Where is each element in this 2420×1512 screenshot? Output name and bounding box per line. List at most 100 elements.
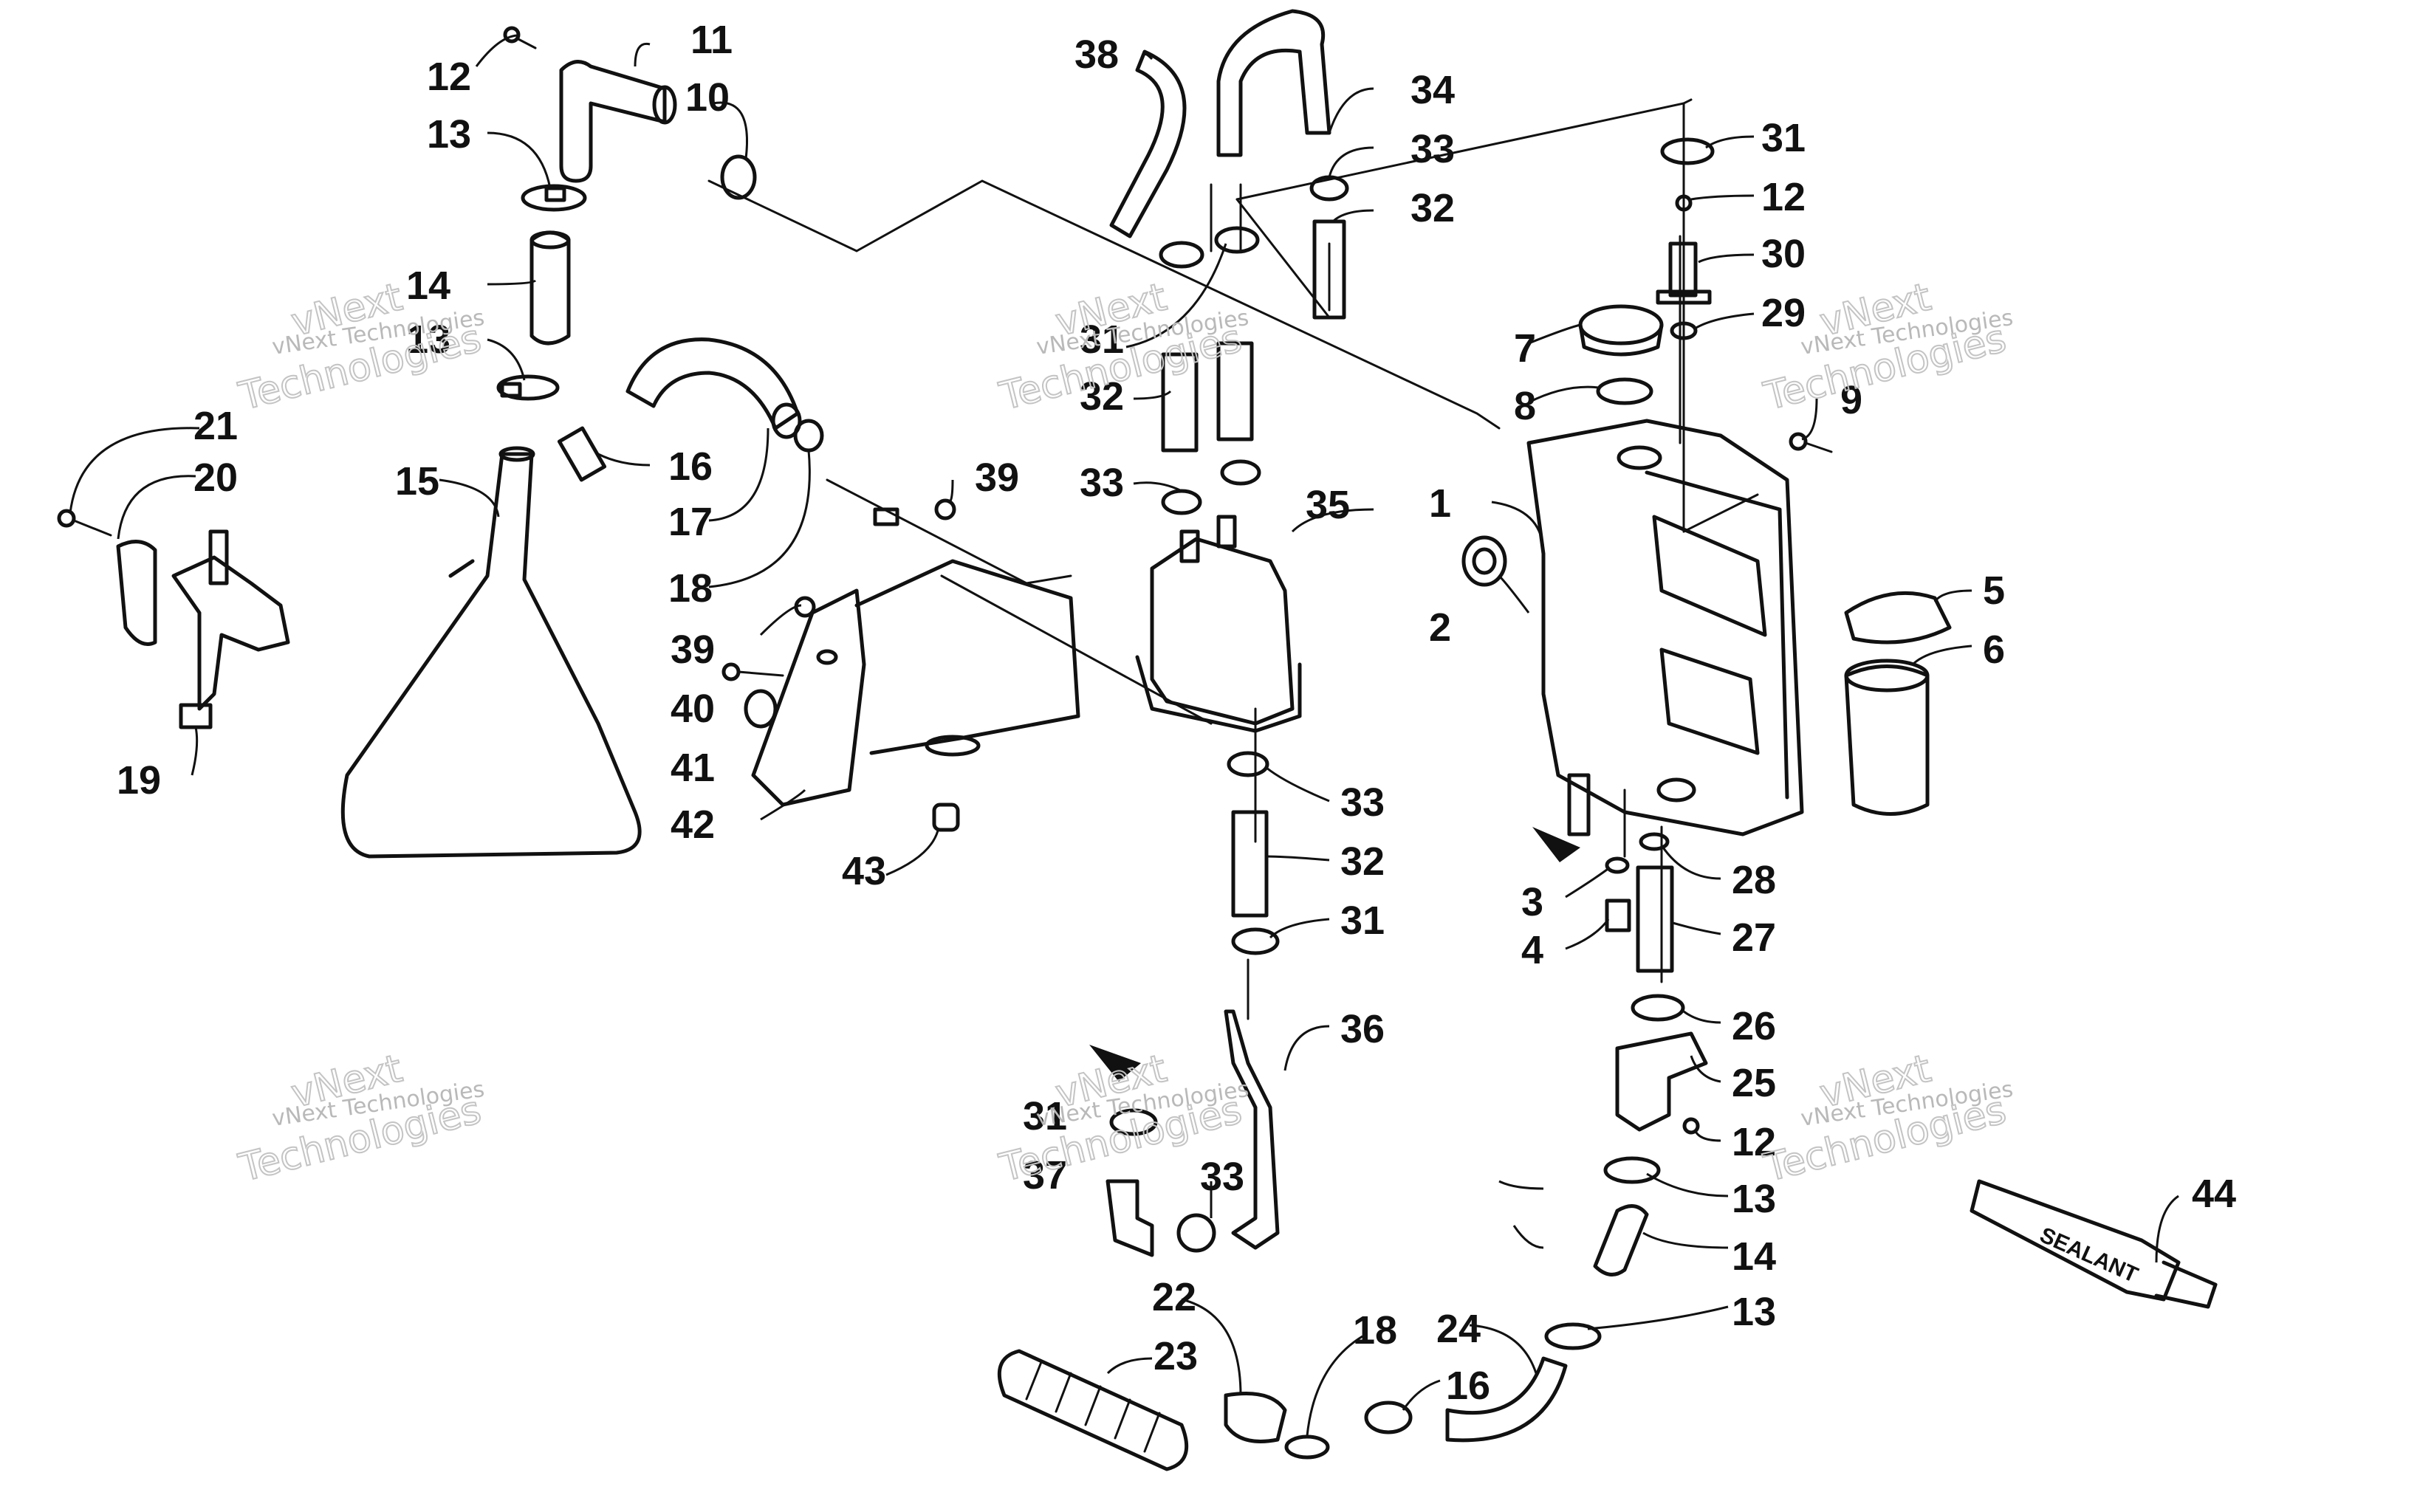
- part-hose-14-upper: [529, 230, 571, 346]
- callout-34: 34: [1410, 68, 1455, 112]
- callout-33: 33: [1200, 1155, 1244, 1199]
- part-clamp-31-mid: [1231, 927, 1280, 955]
- part-nut-39-left: [794, 596, 816, 618]
- callout-25: 25: [1732, 1061, 1776, 1105]
- watermark-bottom-left: vNext Technologies vNext Technologies: [234, 1046, 487, 1192]
- part-oil-cap-7: [1578, 304, 1664, 357]
- callout-17: 17: [668, 500, 713, 544]
- part-sealant-tube-44: SEALANT: [1970, 1179, 2218, 1309]
- callout-29: 29: [1761, 291, 1806, 335]
- callout-35: 35: [1306, 483, 1350, 527]
- part-fitting-30: [1656, 241, 1712, 305]
- callout-31: 31: [1023, 1094, 1067, 1138]
- callout-22: 22: [1152, 1275, 1196, 1319]
- part-filter-6: [1844, 659, 1930, 816]
- callout-3: 3: [1521, 880, 1543, 924]
- part-hose-14-right: [1593, 1204, 1649, 1276]
- callout-26: 26: [1732, 1004, 1776, 1048]
- callout-31: 31: [1340, 898, 1385, 943]
- leader-lines: [69, 34, 2179, 1437]
- callout-2: 2: [1429, 605, 1451, 650]
- part-hose-22: [1224, 1392, 1287, 1443]
- part-grommet-43: [932, 803, 960, 832]
- part-hose-34: [1216, 9, 1331, 157]
- callout-7: 7: [1514, 326, 1536, 371]
- callout-4: 4: [1521, 928, 1543, 972]
- callout-13: 13: [406, 317, 450, 362]
- callout-19: 19: [117, 758, 161, 803]
- callout-23: 23: [1154, 1334, 1198, 1378]
- callout-44: 44: [2192, 1172, 2236, 1216]
- callout-39: 39: [975, 456, 1019, 500]
- part-hose-36: [1224, 1009, 1280, 1250]
- arrow-pointer-tank: [1532, 827, 1580, 862]
- callout-16: 16: [668, 444, 713, 489]
- callout-42: 42: [671, 803, 715, 847]
- part-screw-12-top: [503, 26, 537, 49]
- callout-15: 15: [395, 459, 439, 504]
- callout-labels: 11 12 10 13 14 13 15 16 17 18 21 20 19 3…: [117, 18, 2236, 1408]
- callout-5: 5: [1983, 568, 2005, 613]
- callout-1: 1: [1429, 481, 1451, 526]
- callout-30: 30: [1761, 232, 1806, 276]
- callout-43: 43: [842, 849, 886, 893]
- part-clamp-13-upper: [521, 184, 587, 212]
- part-hose-15: [340, 446, 642, 859]
- part-cap-5: [1844, 591, 1952, 645]
- callout-32: 32: [1080, 374, 1124, 419]
- part-screw-9: [1789, 432, 1833, 453]
- part-clamp-18-upper: [793, 419, 824, 453]
- part-plug-41: [744, 689, 778, 729]
- callout-27: 27: [1732, 915, 1776, 960]
- part-oil-tank-1: [1526, 419, 1804, 836]
- part-clamp-31-low: [1109, 1108, 1158, 1136]
- part-cap-33-low: [1176, 1213, 1216, 1253]
- part-screw-21: [57, 509, 112, 537]
- callout-21: 21: [193, 404, 238, 448]
- part-hose-38: [1109, 49, 1187, 238]
- part-grommets-33-pair: [1161, 459, 1261, 515]
- part-clip-16-upper: [557, 426, 607, 482]
- part-hose-17: [625, 337, 802, 439]
- part-clamp-13-right-upper: [1603, 1156, 1661, 1184]
- callout-16: 16: [1446, 1364, 1490, 1408]
- callout-10: 10: [685, 75, 730, 120]
- sealant-label: SEALANT: [2036, 1223, 2142, 1288]
- arrow-pointer-hose: [1089, 1045, 1141, 1082]
- part-screw-39-bolt: [873, 507, 899, 526]
- callout-12: 12: [1732, 1120, 1776, 1164]
- part-clamps-31-pair: [1159, 226, 1260, 269]
- part-clamp-31-top-right: [1660, 137, 1715, 165]
- part-grommet-33-mid: [1227, 751, 1269, 777]
- callout-32: 32: [1410, 186, 1455, 230]
- part-corrugated-hose-23: [997, 1349, 1189, 1471]
- callout-32: 32: [1340, 839, 1385, 884]
- watermark-bottom-right: vNext Technologies vNext Technologies: [1759, 1046, 2015, 1192]
- part-hose-24: [1445, 1356, 1568, 1443]
- callout-33: 33: [1080, 461, 1124, 505]
- callout-41: 41: [671, 746, 715, 790]
- part-clamp-16-low: [1364, 1401, 1413, 1434]
- part-clip-19: [179, 703, 213, 729]
- callout-38: 38: [1074, 32, 1119, 77]
- part-screen-27: [1636, 865, 1674, 973]
- callout-33: 33: [1340, 780, 1385, 825]
- callout-18: 18: [668, 566, 713, 611]
- part-hose-32-top: [1312, 219, 1346, 320]
- part-seal-2: [1461, 535, 1507, 587]
- part-o-ring-3: [1605, 856, 1630, 874]
- part-plug-4: [1605, 898, 1631, 932]
- callout-9: 9: [1840, 378, 1862, 422]
- part-nut-39-top: [934, 498, 956, 520]
- part-breather-elbow-11: [559, 60, 677, 183]
- part-screw-12-right-low: [1682, 1117, 1700, 1135]
- callout-20: 20: [193, 456, 238, 500]
- part-hoses-32-pair: [1161, 341, 1254, 453]
- callout-39: 39: [671, 628, 715, 672]
- part-o-ring-10: [720, 154, 757, 200]
- callout-40: 40: [671, 687, 715, 731]
- part-clamp-13-lower: [496, 374, 560, 401]
- callout-14: 14: [406, 264, 450, 308]
- callout-13: 13: [1732, 1177, 1776, 1221]
